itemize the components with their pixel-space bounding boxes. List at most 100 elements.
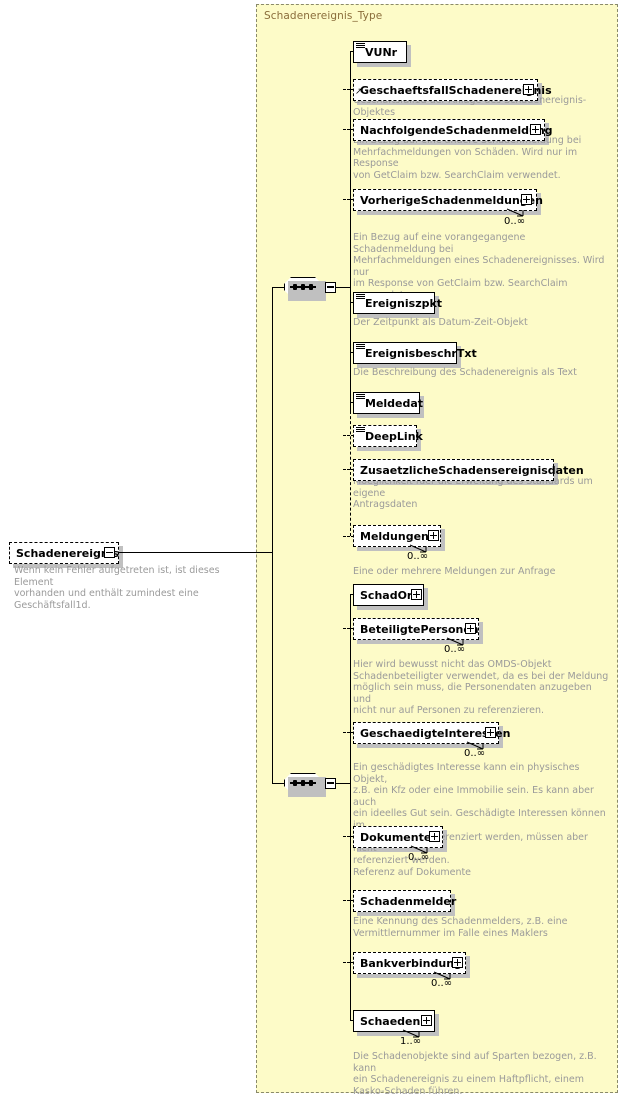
element-annotation: Ein geschädigtes Interesse kann ein phys…	[353, 762, 606, 866]
expand-toggle[interactable]	[485, 727, 496, 738]
element-annotation: Eine oder mehrere Meldungen zur Anfrage	[353, 566, 556, 577]
element-label: VorherigeSchadenmeldungen	[360, 194, 543, 207]
root-element-label: Schadenereignis	[16, 547, 120, 560]
repeat-arrow-icon	[402, 1029, 420, 1038]
element-vunr[interactable]: VUNr	[353, 41, 407, 63]
type-title: Schadenereignis_Type	[264, 10, 383, 22]
sequence-2-dot	[300, 779, 306, 786]
element-annotation: Hier wird bewusst nicht das OMDS-Objekt …	[353, 659, 609, 717]
element-ereignisbeschrtxt[interactable]: EreignisbeschrTxt	[353, 342, 477, 364]
expand-toggle[interactable]	[521, 194, 532, 205]
expand-toggle[interactable]	[411, 589, 422, 600]
connector-to-schadenmelder	[343, 900, 354, 901]
occurrence-label: 0..∞	[407, 551, 429, 562]
connector-to-ereigniszpkt	[350, 302, 354, 303]
sequence-1-dot	[293, 283, 298, 290]
element-ereigniszpkt[interactable]: Ereigniszpkt	[353, 292, 442, 314]
element-deeplink[interactable]: DeepLink	[353, 425, 423, 447]
element-meldedat[interactable]: Meldedat	[353, 392, 424, 414]
sequence-1-shadow	[288, 281, 326, 301]
connector-spine-main	[272, 287, 273, 783]
element-nachfolgendeschadenmeldung[interactable]: NachfolgendeSchadenmeldung	[353, 119, 553, 141]
occurrence-label: 0..∞	[408, 852, 430, 863]
sequence-2-shadow	[288, 777, 326, 797]
root-collapse-toggle[interactable]	[104, 547, 115, 558]
reference-arrow-icon: ↗	[355, 87, 363, 97]
repeat-arrow-icon	[409, 544, 427, 553]
repeat-arrow-icon	[446, 637, 464, 646]
connector-to-vorherigeschadenmeldungen	[343, 199, 354, 200]
root-annotation: Wenn kein Fehler aufgetreten ist, ist di…	[14, 565, 220, 611]
expand-toggle[interactable]	[530, 124, 541, 135]
element-meldungen[interactable]: Meldungen	[353, 525, 441, 547]
connector-spine-to-sequence-1	[272, 287, 285, 288]
sequence-compositor-2[interactable]	[284, 773, 338, 799]
connector-sequence-2-out	[336, 783, 350, 784]
element-annotation: Ein Bezug auf eine andere Schadenmeldung…	[353, 135, 582, 181]
element-label: NachfolgendeSchadenmeldung	[360, 124, 553, 137]
element-geschaeftsfallschadenereignis[interactable]: GeschaeftsfallSchadenereignis	[353, 79, 552, 101]
element-beteiligtepersonen[interactable]: BeteiligtePersonen	[353, 618, 479, 640]
sequence-compositor-1[interactable]	[284, 277, 338, 303]
expand-toggle[interactable]	[429, 831, 440, 842]
expand-toggle[interactable]	[523, 84, 534, 95]
element-vorherigeschadenmeldungen[interactable]: VorherigeSchadenmeldungen	[353, 189, 543, 211]
element-zusaetzlicheschadensereignisdaten[interactable]: ZusaetzlicheSchadensereignisdaten	[353, 459, 584, 481]
element-label: Schaeden	[360, 1015, 421, 1028]
connector-to-zusaetzlicheschadensereignisdaten	[343, 469, 354, 470]
connector-spine-to-sequence-2	[272, 783, 285, 784]
element-annotation: Referenz auf Dokumente	[353, 867, 472, 878]
sequence-1-dot	[308, 283, 313, 290]
element-annotation: Die Beschreibung des Schadenereignis als…	[353, 367, 577, 378]
element-label: Bankverbindung	[360, 957, 462, 970]
element-geschaedigteinteressen[interactable]: GeschaedigteInteressen	[353, 722, 510, 744]
connector-to-nachfolgendeschadenmeldung	[343, 129, 354, 130]
connector-group1-spine	[350, 51, 351, 411]
simple-type-icon	[356, 43, 365, 49]
sequence-2-dot	[293, 779, 298, 786]
element-label: Meldedat	[365, 397, 424, 410]
connector-to-geschaedigteinteressen	[343, 732, 354, 733]
element-annotation: Der Zeitpunkt als Datum-Zeit-Objekt	[353, 317, 528, 328]
repeat-arrow-icon	[466, 741, 484, 750]
connector-to-schaeden	[350, 1020, 354, 1021]
connector-group1-spine-dashed	[350, 411, 351, 536]
element-bankverbindung[interactable]: Bankverbindung	[353, 952, 466, 974]
expand-toggle[interactable]	[421, 1015, 432, 1026]
connector-to-meldedat	[350, 402, 354, 403]
connector-to-ereignisbeschrtxt	[350, 352, 354, 353]
connector-to-geschaeftsfallschadenereignis	[343, 89, 354, 90]
occurrence-label: 1..∞	[400, 1036, 422, 1047]
simple-type-icon	[356, 394, 365, 400]
sequence-2-dot	[308, 779, 313, 786]
expand-toggle[interactable]	[428, 530, 439, 541]
element-dokumente[interactable]: Dokumente	[353, 826, 443, 848]
connector-to-dokumente	[343, 836, 354, 837]
element-annotation: Moeglichkeit fuer die Erweitung des Stan…	[353, 476, 593, 511]
sequence-1-collapse-toggle[interactable]	[325, 281, 336, 293]
simple-type-icon	[356, 344, 365, 350]
connector-to-beteiligtepersonen	[343, 628, 354, 629]
expand-toggle[interactable]	[452, 957, 463, 968]
repeat-arrow-icon	[410, 845, 428, 854]
element-label: VUNr	[365, 46, 398, 59]
element-schaeden[interactable]: Schaeden	[353, 1010, 435, 1032]
element-label: Ereigniszpkt	[365, 297, 443, 310]
sequence-2-collapse-toggle[interactable]	[325, 777, 336, 789]
connector-to-meldungen	[343, 536, 354, 537]
root-element-schadenereignis[interactable]: Schadenereignis	[9, 542, 119, 564]
element-schadort[interactable]: SchadOrt	[353, 584, 424, 606]
repeat-arrow-icon	[506, 208, 524, 217]
element-label: Meldungen	[360, 530, 429, 543]
sequence-1-dot	[300, 283, 306, 290]
occurrence-label: 0..∞	[444, 644, 466, 655]
connector-to-vunr	[350, 51, 354, 52]
connector-root-to-type	[115, 552, 272, 553]
element-label: ZusaetzlicheSchadensereignisdaten	[360, 464, 584, 477]
element-label: Schadenmelder	[360, 895, 457, 908]
element-schadenmelder[interactable]: Schadenmelder	[353, 890, 456, 912]
element-label: DeepLink	[365, 430, 423, 443]
connector-to-deeplink	[343, 435, 354, 436]
expand-toggle[interactable]	[465, 623, 476, 634]
